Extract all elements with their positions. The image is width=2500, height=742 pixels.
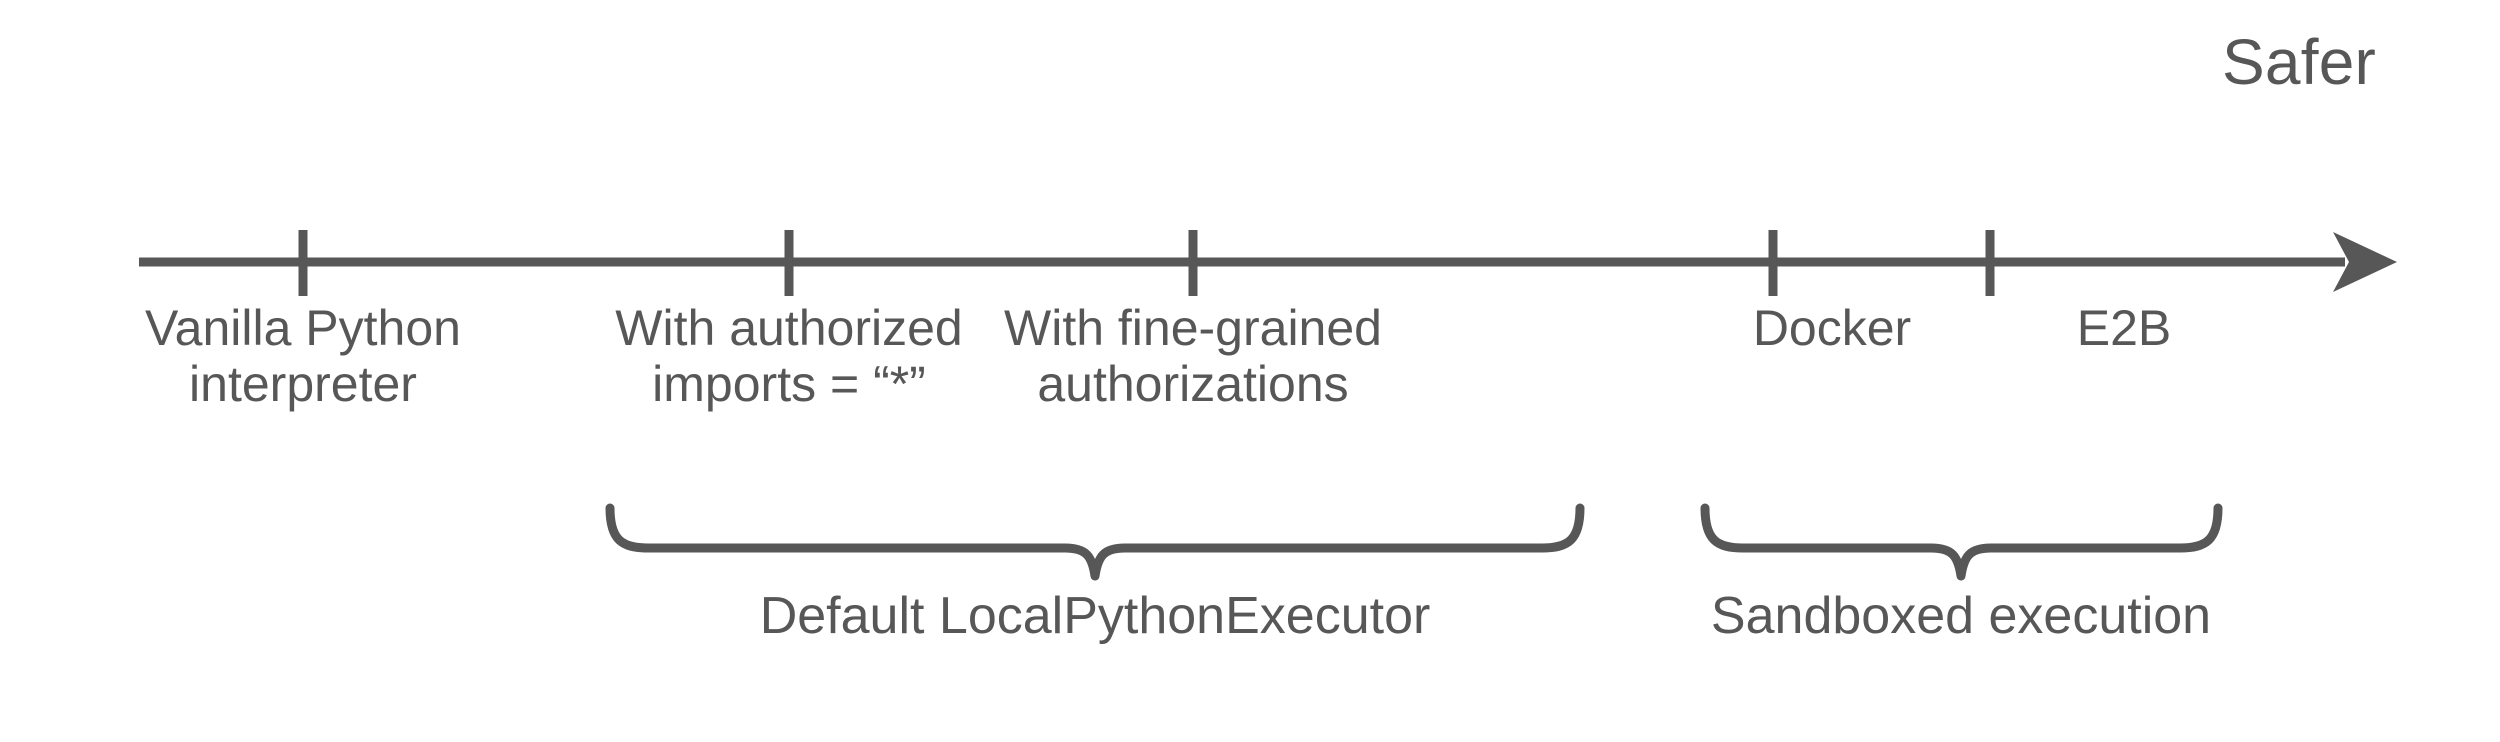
tick-label-line1: With fine-grained — [1004, 300, 1382, 356]
group-label-default-local-python-executor: Default LocalPythonExecutor — [759, 587, 1431, 645]
tick-label-line1: E2B — [2076, 300, 2172, 356]
tick-label-line2: interpreter — [189, 356, 417, 412]
group-brace-1 — [605, 503, 1585, 581]
tick-label-e2b: E2B — [2077, 300, 2172, 356]
tick-label-line1: With authorized — [615, 300, 963, 356]
tick-label-line2: authorizations — [1037, 356, 1349, 412]
group-label-sandboxed-execution: Sandboxed execution — [1710, 587, 2212, 645]
tick-label-docker: Docker — [1753, 300, 1911, 356]
tick-label-fine-grained-authorizations: With fine-grained authorizations — [1004, 300, 1382, 412]
tick-label-vanilla-python: Vanilla Python interpreter — [145, 300, 461, 412]
tick-label-line2: imports = “*” — [652, 356, 926, 412]
axis-arrowhead — [2333, 232, 2397, 292]
group-brace-2 — [1700, 503, 2223, 581]
tick-label-line1: Vanilla Python — [145, 300, 461, 356]
tick-label-line1: Docker — [1752, 300, 1912, 356]
tick-label-authorized-imports: With authorized imports = “*” — [615, 300, 962, 412]
safer-caption: Safer — [2222, 26, 2376, 98]
